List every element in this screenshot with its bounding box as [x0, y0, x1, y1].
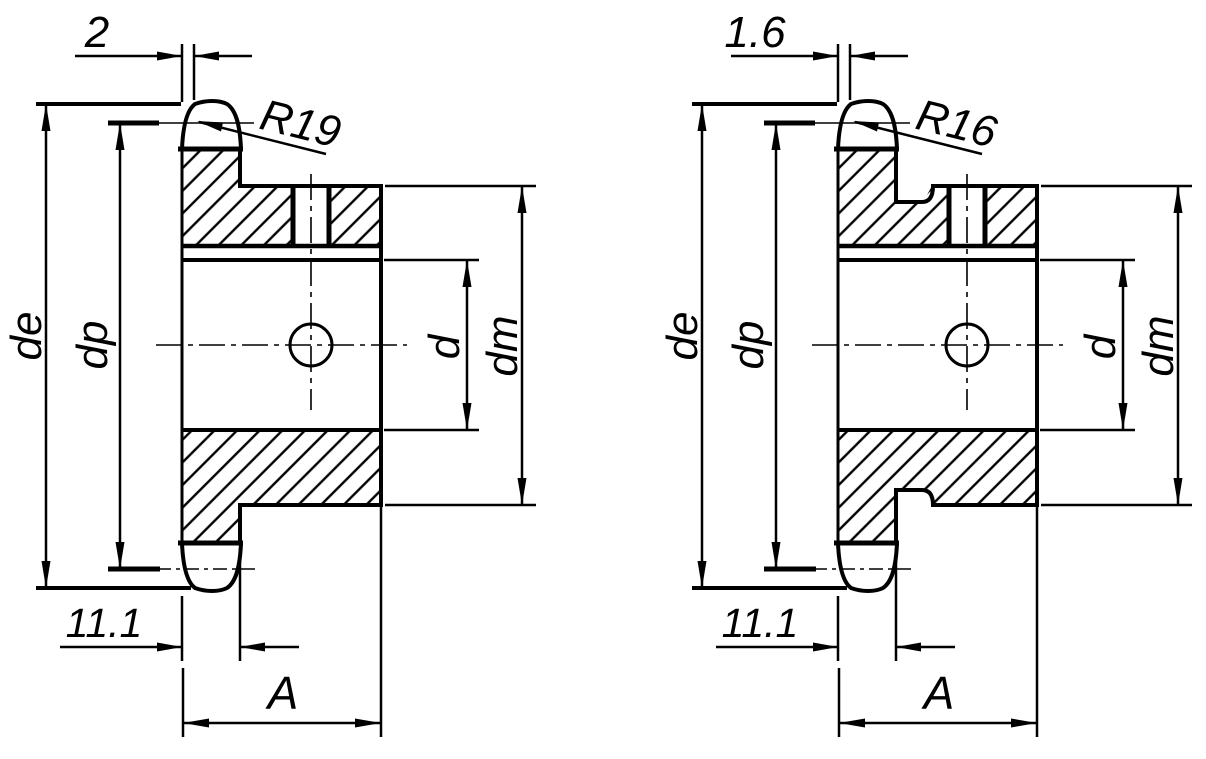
arrowhead: [41, 104, 51, 131]
hatch-region: [329, 186, 381, 246]
label-tooth-tip-width: 1.6: [724, 8, 786, 57]
dimension-hub-diameter: dm: [385, 184, 536, 507]
arrowhead: [1118, 403, 1128, 430]
arrowhead: [157, 51, 182, 61]
dimension-hub-diameter: dm: [1041, 184, 1192, 507]
hatch-region: [838, 430, 1037, 543]
arrowhead: [41, 561, 51, 588]
label-hub-length: A: [265, 667, 299, 719]
arrowhead: [355, 718, 381, 728]
hatch-region: [838, 149, 896, 246]
hatch-region: [896, 186, 949, 246]
arrowhead: [1173, 186, 1183, 213]
section-hatching: [838, 149, 1037, 543]
bottom-tooth: [180, 542, 243, 593]
label-bore-diameter: d: [420, 333, 469, 359]
section-hatching: [182, 149, 381, 543]
arrowhead: [1118, 260, 1128, 287]
dimension-outer-diameter: de: [658, 102, 847, 590]
part-outline: [834, 99, 1039, 593]
label-outer-diameter: de: [658, 312, 707, 361]
label-bore-diameter: d: [1076, 333, 1125, 359]
arrowhead: [853, 121, 879, 132]
arrowhead: [771, 123, 781, 150]
hatch-region: [240, 186, 293, 246]
dimension-bore-diameter: d: [1040, 258, 1135, 432]
dimension-tooth-tip-width: 1.6: [724, 8, 908, 102]
arrowhead: [517, 186, 527, 213]
arrowhead: [240, 642, 265, 652]
label-tooth-radius: R16: [911, 90, 1002, 157]
arrowhead: [839, 718, 865, 728]
arrowhead: [462, 403, 472, 430]
hatch-region: [985, 186, 1037, 246]
bottom-tooth: [836, 542, 899, 593]
dimension-pitch-diameter: dp: [724, 120, 816, 572]
arrowhead: [771, 542, 781, 569]
arrowhead: [197, 121, 223, 132]
label-pitch-diameter: dp: [724, 321, 773, 370]
dimension-bore-diameter: d: [384, 258, 479, 432]
arrowhead: [517, 478, 527, 505]
label-tooth-tip-width: 2: [84, 8, 109, 57]
arrowhead: [697, 104, 707, 131]
arrowhead: [183, 718, 209, 728]
arrowhead: [194, 51, 219, 61]
arrowhead: [697, 561, 707, 588]
part-outline: [178, 99, 383, 593]
dimension-plate-width: 11.1: [716, 548, 955, 661]
arrowhead: [850, 51, 875, 61]
dimension-hub-length: A: [181, 505, 383, 737]
dimension-pitch-diameter: dp: [68, 120, 160, 572]
dimension-plate-width: 11.1: [60, 548, 299, 661]
arrowhead: [1173, 478, 1183, 505]
arrowhead: [462, 260, 472, 287]
label-outer-diameter: de: [2, 312, 51, 361]
label-plate-width: 11.1: [722, 600, 799, 646]
left-sprocket-view: de dp d dm: [2, 8, 536, 737]
arrowhead: [813, 51, 838, 61]
label-hub-length: A: [921, 667, 955, 719]
arrowhead: [115, 123, 125, 150]
dimension-hub-length: A: [837, 505, 1039, 737]
arrowhead: [115, 542, 125, 569]
hatch-region: [182, 149, 240, 246]
label-hub-diameter: dm: [1134, 315, 1183, 376]
label-pitch-diameter: dp: [68, 321, 117, 370]
arrowhead: [157, 642, 182, 652]
hatch-region: [182, 430, 381, 543]
dimension-tooth-tip-width: 2: [75, 8, 252, 102]
arrowhead: [896, 642, 921, 652]
arrowhead: [1011, 718, 1037, 728]
arrowhead: [813, 642, 838, 652]
label-tooth-radius: R19: [255, 90, 345, 157]
label-plate-width: 11.1: [66, 600, 143, 646]
label-hub-diameter: dm: [478, 315, 527, 376]
dimension-outer-diameter: de: [2, 102, 191, 590]
right-sprocket-view: de dp d dm: [658, 8, 1192, 737]
